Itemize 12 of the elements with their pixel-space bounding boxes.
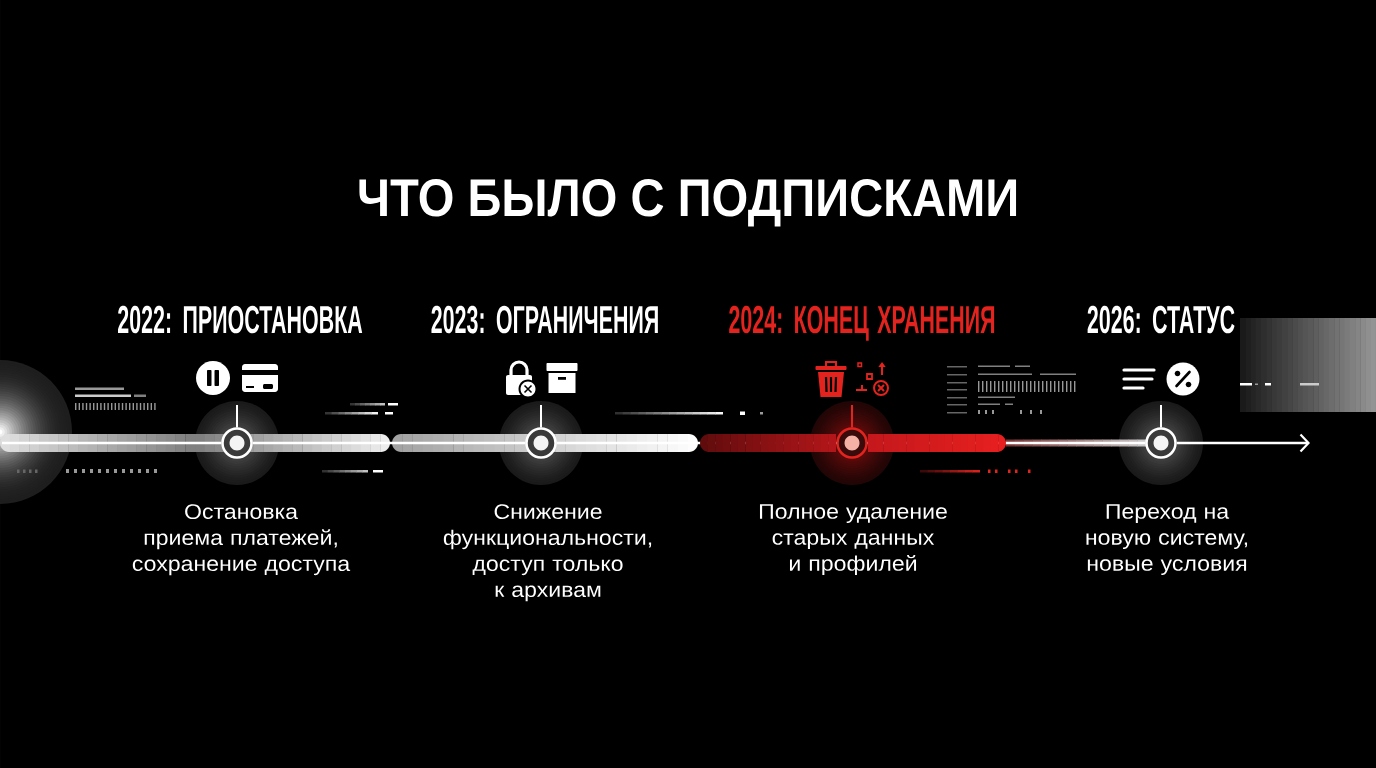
milestone-description: Переход на новую систему, новые условия <box>1086 504 1248 575</box>
milestone-description: Полное удаление старых данных и профилей <box>760 504 947 575</box>
milestone-heading: 2024: КОНЕЦ ХРАНЕНИЯ <box>729 305 995 341</box>
timeline-arrow <box>1176 433 1310 453</box>
milestone-heading: 2023: ОГРАНИЧЕНИЯ <box>431 305 658 334</box>
title: ЧТО БЫЛО С ПОДПИСКАМИ <box>359 179 1017 227</box>
timeline-line <box>2 441 222 445</box>
timeline-line <box>252 441 526 445</box>
milestone-heading: 2022: ПРИОСТАНОВКА <box>118 305 363 334</box>
milestone-heading: 2026: СТАТУС <box>1087 305 1235 334</box>
milestone-description: Снижение функциональности, доступ только к архивам <box>443 504 652 602</box>
milestone-description: Остановка приема платежей, сохранение доступа <box>132 504 351 576</box>
